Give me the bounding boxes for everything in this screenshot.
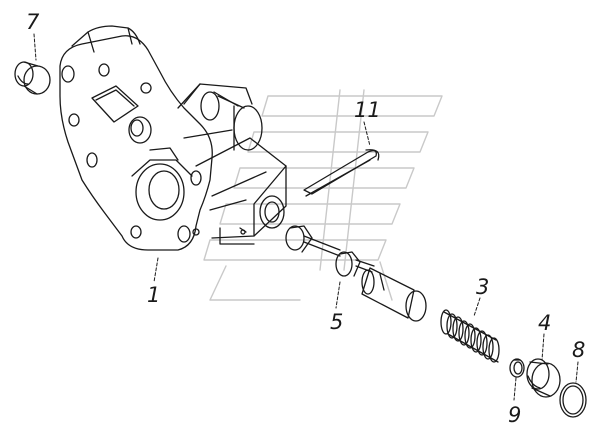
callout-5: 5 xyxy=(330,310,344,334)
callout-8: 8 xyxy=(572,338,586,362)
leader-3 xyxy=(473,297,481,317)
leader-1 xyxy=(153,257,159,283)
callout-4: 4 xyxy=(538,311,552,335)
part-11-cotter-pin xyxy=(303,149,380,197)
leader-7 xyxy=(33,33,37,61)
part-5-valve-plunger xyxy=(285,225,427,322)
part-3-spring xyxy=(440,309,500,363)
leader-11 xyxy=(363,121,371,147)
leader-9 xyxy=(513,377,517,401)
part-1-pump-housing xyxy=(59,25,287,251)
callout-11: 11 xyxy=(354,98,381,122)
leader-8 xyxy=(575,361,579,383)
leader-4 xyxy=(541,333,545,361)
leader-5 xyxy=(335,281,341,309)
callout-3: 3 xyxy=(476,275,490,299)
part-9-washer xyxy=(509,358,525,378)
part-4-plug xyxy=(526,358,561,398)
part-7-bushing xyxy=(14,61,51,95)
callout-1: 1 xyxy=(147,283,161,307)
watermark-logo xyxy=(203,89,443,301)
callout-9: 9 xyxy=(508,403,522,427)
part-8-o-ring xyxy=(559,382,587,418)
callout-7: 7 xyxy=(26,10,40,34)
